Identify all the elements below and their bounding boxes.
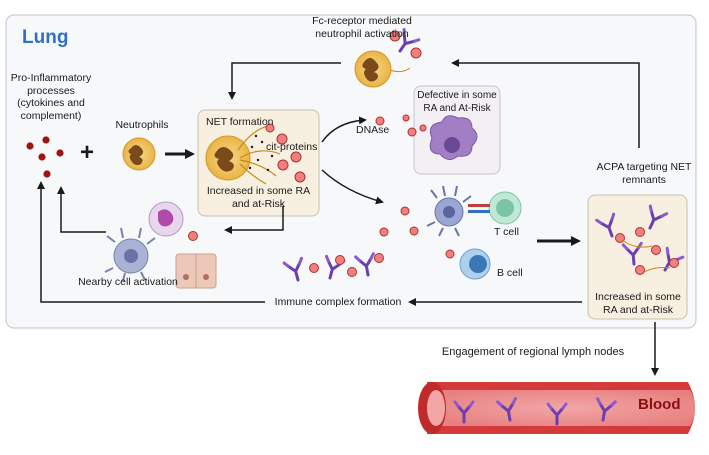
arrow-acpa-to-fc: [451, 59, 640, 148]
arrow-to-dnase: [321, 116, 367, 143]
antigen-fragments: [379, 206, 419, 237]
pro-inflammatory-label: Pro-Inflammatory processes (cytokines an…: [10, 72, 92, 122]
net-neutrophil: [205, 123, 306, 185]
acpa-title: ACPA targeting NET remnants: [596, 161, 692, 186]
fc-receptor-label: Fc-receptor mediated neutrophil activati…: [312, 15, 412, 40]
arrow-nearby-to-inflammation: [57, 186, 106, 233]
region-title: Lung: [22, 27, 69, 48]
net-formation-title: NET formation: [206, 116, 274, 128]
t-cell-label: T cell: [494, 226, 519, 238]
dnase-note: Defective in some RA and At-Risk: [417, 90, 497, 114]
macrophage-cell: [429, 115, 478, 160]
arrow-to-presentation: [321, 169, 384, 205]
cit-proteins-label: cit-proteins: [266, 141, 318, 153]
acpa-note: Increased in some RA and at-Risk: [595, 291, 681, 316]
arrow-fc-to-net: [228, 62, 341, 100]
blood-vessel: [418, 382, 695, 434]
fc-receptor-neutrophil: [354, 27, 422, 88]
b-cell-label: B cell: [497, 267, 523, 279]
immune-complex-label: Immune complex formation: [274, 296, 402, 308]
neutrophils-label: Neutrophils: [115, 119, 169, 131]
b-cell: [445, 248, 491, 280]
plus-sign: +: [79, 139, 94, 166]
arrow-net-to-nearby: [224, 206, 284, 234]
t-cell: [468, 191, 522, 225]
lymph-nodes-label: Engagement of regional lymph nodes: [441, 346, 625, 358]
neutrophil-cell: [122, 137, 156, 171]
immune-complex: [282, 252, 384, 284]
nearby-activation-label: Nearby cell activation: [78, 276, 178, 288]
dnase-label: DNAse: [356, 124, 390, 136]
blood-label: Blood: [638, 396, 681, 413]
net-formation-note: Increased in some RA and at-Risk: [206, 185, 311, 210]
acpa-box: [587, 194, 688, 320]
dendritic-cell: [426, 185, 472, 237]
arrow-complex-to-inflammation: [37, 181, 265, 303]
acpa-antibodies: [595, 204, 685, 276]
cytokine-dots: [26, 136, 64, 178]
lung-region: [5, 14, 697, 329]
nearby-cells: [104, 201, 217, 289]
dnase-fragments: [375, 114, 427, 137]
